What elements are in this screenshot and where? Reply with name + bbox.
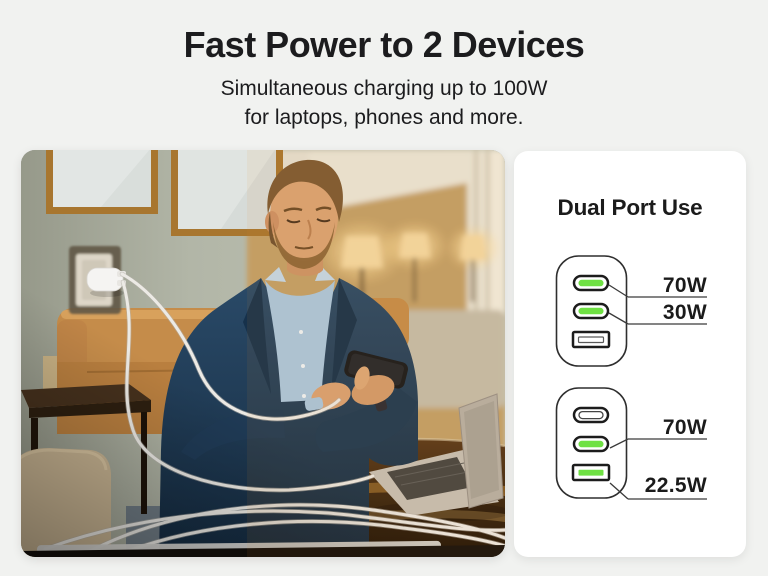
wattage-label-bottom-port3: 22.5W [645, 474, 707, 497]
connector-line [608, 284, 629, 298]
wattage-label-bottom-port2: 70W [663, 416, 707, 439]
connector-line [608, 312, 629, 325]
usb-a-port-active-icon [571, 463, 611, 482]
connector-line [609, 482, 629, 500]
usb-c-port-active-icon [572, 274, 610, 292]
usb-c-port-inactive-icon [572, 406, 610, 424]
card-heading: Dual Port Use [557, 195, 703, 220]
wattage-label-top-port1: 70W [663, 274, 707, 297]
warm-glow [247, 150, 505, 557]
usb-c-port-active-icon [572, 435, 610, 453]
usb-c-port-active-icon [572, 302, 610, 320]
subtitle-line-1: Simultaneous charging up to 100W [220, 77, 548, 100]
lifestyle-photo-illustration [21, 150, 505, 557]
usb-a-port-inactive-icon [571, 330, 611, 349]
vignette [21, 150, 505, 557]
subtitle-line-2: for laptops, phones and more. [244, 106, 524, 129]
wattage-label-top-port2: 30W [663, 301, 707, 324]
dual-port-diagram: 70W 30W [555, 255, 707, 500]
lifestyle-photo [21, 150, 505, 557]
charger-diagram-top: 70W 30W [555, 255, 707, 367]
charger-diagram-bottom: 70W 22.5W [555, 387, 707, 500]
page-subtitle: Simultaneous charging up to 100W for lap… [0, 74, 768, 132]
connector-line [609, 438, 629, 449]
dual-port-card: Dual Port Use [514, 151, 746, 557]
page-title: Fast Power to 2 Devices [183, 24, 585, 65]
